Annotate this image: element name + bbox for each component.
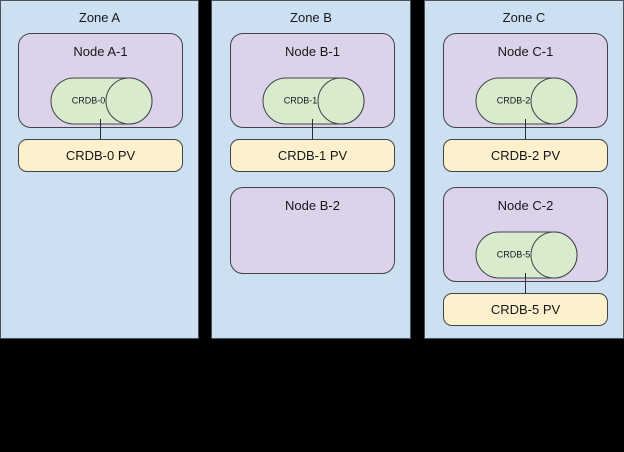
pv-box-crdb-2[interactable]: CRDB-2 PV bbox=[443, 139, 608, 172]
zone-panel-b[interactable]: Zone B Node B-1 CRDB-1 CRDB-1 PV Node B-… bbox=[211, 0, 411, 339]
zone-label-c: Zone C bbox=[502, 10, 546, 25]
cylinder-icon bbox=[50, 77, 153, 125]
node-label-c-2: Node C-2 bbox=[497, 198, 554, 213]
node-label-c-1: Node C-1 bbox=[497, 44, 554, 59]
cylinder-icon bbox=[262, 77, 365, 125]
database-cylinder-crdb-0[interactable]: CRDB-0 bbox=[50, 77, 153, 125]
node-box-a-1[interactable]: Node A-1 CRDB-0 bbox=[18, 33, 183, 128]
database-cylinder-crdb-2[interactable]: CRDB-2 bbox=[475, 77, 578, 125]
zone-panel-a[interactable]: Zone A Node A-1 CRDB-0 CRDB-0 PV bbox=[0, 0, 199, 339]
node-label-a-1: Node A-1 bbox=[73, 44, 128, 59]
node-box-b-1[interactable]: Node B-1 CRDB-1 bbox=[230, 33, 395, 128]
node-box-c-1[interactable]: Node C-1 CRDB-2 bbox=[443, 33, 608, 128]
connector-node-a-1-to-pv bbox=[100, 119, 101, 140]
pv-label-crdb-1: CRDB-1 PV bbox=[277, 147, 348, 163]
zone-label-b: Zone B bbox=[290, 10, 332, 25]
pv-label-crdb-0: CRDB-0 PV bbox=[65, 147, 136, 163]
zone-label-a: Zone A bbox=[78, 10, 121, 25]
pv-label-crdb-2: CRDB-2 PV bbox=[490, 147, 561, 163]
node-label-b-2: Node B-2 bbox=[285, 198, 340, 213]
pv-box-crdb-1[interactable]: CRDB-1 PV bbox=[230, 139, 395, 172]
connector-node-c-1-to-pv bbox=[525, 119, 526, 140]
node-box-b-2[interactable]: Node B-2 bbox=[230, 187, 395, 274]
cylinder-icon bbox=[475, 231, 578, 279]
node-box-c-2[interactable]: Node C-2 CRDB-5 bbox=[443, 187, 608, 282]
pv-box-crdb-0[interactable]: CRDB-0 PV bbox=[18, 139, 183, 172]
zone-panel-c[interactable]: Zone C Node C-1 CRDB-2 CRDB-2 PV Node C-… bbox=[424, 0, 624, 339]
database-cylinder-crdb-1[interactable]: CRDB-1 bbox=[262, 77, 365, 125]
connector-node-c-2-to-pv bbox=[525, 273, 526, 294]
cylinder-icon bbox=[475, 77, 578, 125]
node-label-b-1: Node B-1 bbox=[285, 44, 340, 59]
pv-label-crdb-5: CRDB-5 PV bbox=[490, 301, 561, 317]
connector-node-b-1-to-pv bbox=[312, 119, 313, 140]
pv-box-crdb-5[interactable]: CRDB-5 PV bbox=[443, 293, 608, 326]
database-cylinder-crdb-5[interactable]: CRDB-5 bbox=[475, 231, 578, 279]
